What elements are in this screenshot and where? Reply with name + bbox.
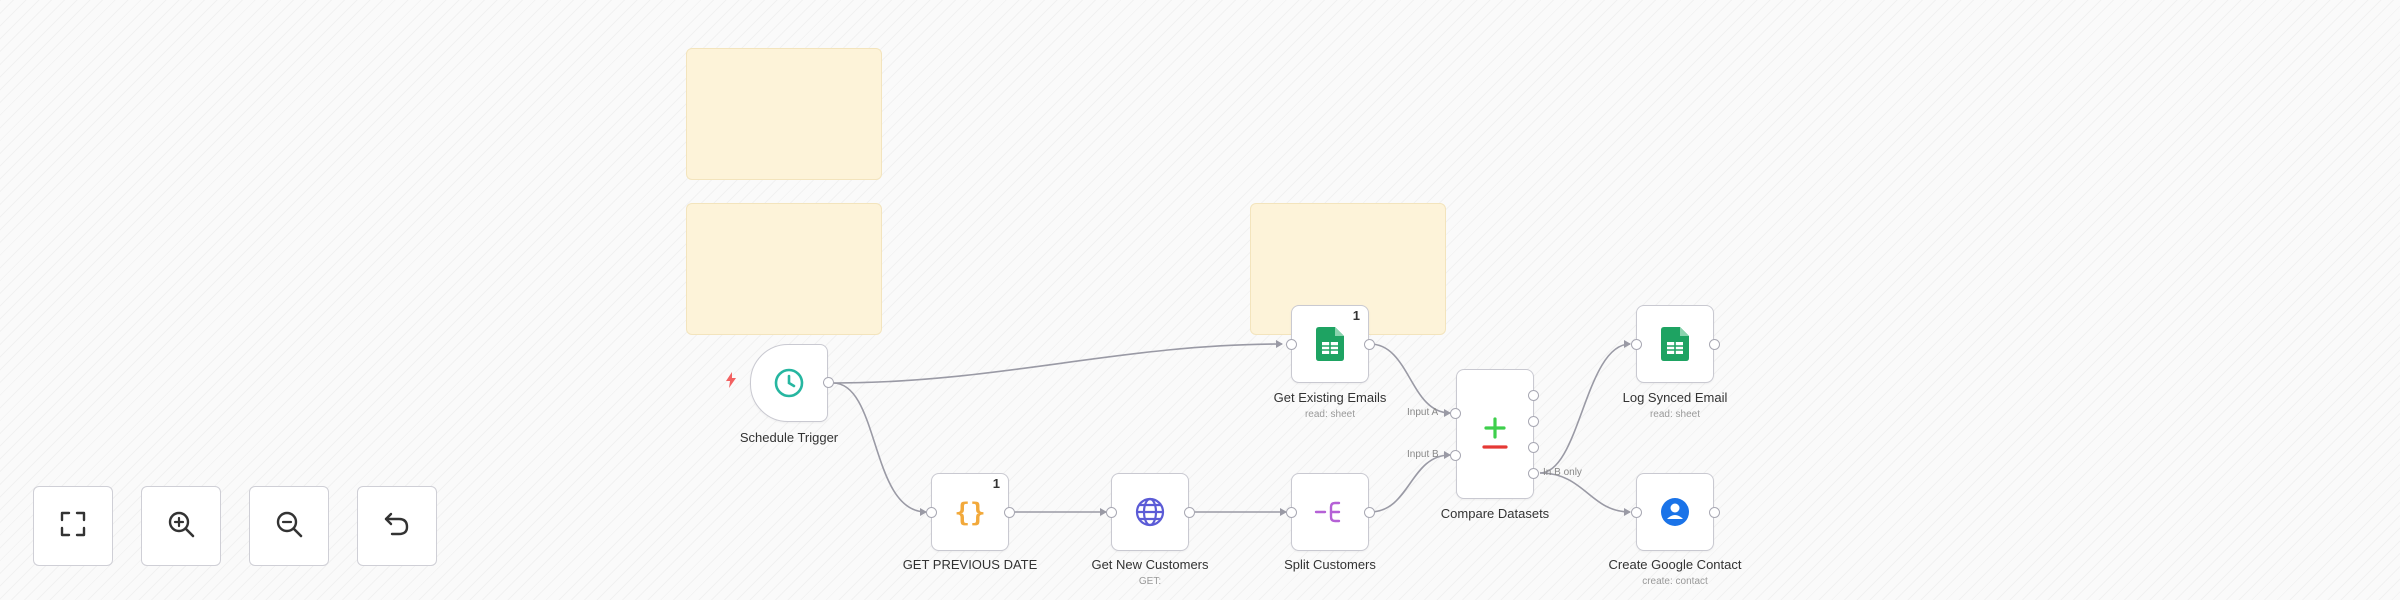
input-handle[interactable]: [1286, 507, 1297, 518]
connection-line[interactable]: [832, 340, 1283, 384]
node-create-google-contact[interactable]: [1636, 473, 1714, 551]
google-contacts-icon: [1659, 496, 1691, 528]
node-get-previous-date[interactable]: 1 {}: [931, 473, 1009, 551]
node-subtitle: create: contact: [1642, 576, 1708, 587]
node-label: Get New Customers: [1091, 557, 1209, 572]
output-handle[interactable]: [1528, 416, 1539, 427]
output-in-b-only-label: In B only: [1543, 467, 1582, 478]
node-label: GET PREVIOUS DATE: [902, 557, 1038, 572]
curly-braces-icon: {}: [953, 495, 987, 529]
input-handle[interactable]: [1631, 339, 1642, 350]
output-handle[interactable]: [1709, 339, 1720, 350]
node-label: Split Customers: [1284, 557, 1376, 572]
clock-icon: [773, 367, 805, 399]
input-b-label: Input B: [1407, 449, 1439, 460]
node-get-new-customers[interactable]: [1111, 473, 1189, 551]
output-handle[interactable]: [823, 377, 834, 388]
sticky-note[interactable]: [686, 203, 882, 335]
output-handle[interactable]: [1184, 507, 1195, 518]
input-handle-b[interactable]: [1450, 450, 1461, 461]
output-handle[interactable]: [1528, 390, 1539, 401]
output-handle[interactable]: [1709, 507, 1720, 518]
output-handle[interactable]: [1364, 339, 1375, 350]
node-label: Compare Datasets: [1440, 506, 1550, 521]
output-handle[interactable]: [1004, 507, 1015, 518]
execution-count-badge: 1: [1352, 308, 1360, 323]
fit-view-icon: [59, 510, 87, 543]
connection-line[interactable]: [832, 382, 927, 516]
node-subtitle: GET:: [1138, 576, 1162, 587]
zoom-out-icon: [274, 509, 304, 544]
node-label: Schedule Trigger: [739, 430, 839, 445]
sticky-note[interactable]: [686, 48, 882, 180]
execution-count-badge: 1: [992, 476, 1000, 491]
output-handle[interactable]: [1364, 507, 1375, 518]
trigger-bolt-icon: [724, 372, 738, 393]
connection-line[interactable]: [1369, 451, 1451, 513]
reset-zoom-button[interactable]: [357, 486, 437, 566]
zoom-out-button[interactable]: [249, 486, 329, 566]
node-subtitle: read: sheet: [1649, 409, 1701, 420]
node-label: Create Google Contact: [1608, 557, 1742, 572]
globe-icon: [1133, 495, 1167, 529]
undo-icon: [382, 509, 412, 544]
node-log-synced-email[interactable]: [1636, 305, 1714, 383]
zoom-in-icon: [166, 509, 196, 544]
node-label: Get Existing Emails: [1273, 390, 1387, 405]
output-handle-in-b-only[interactable]: [1528, 468, 1539, 479]
node-split-customers[interactable]: [1291, 473, 1369, 551]
node-label: Log Synced Email: [1622, 390, 1728, 405]
input-a-label: Input A: [1407, 407, 1439, 418]
output-handle[interactable]: [1528, 442, 1539, 453]
node-schedule-trigger[interactable]: [750, 344, 828, 422]
split-icon: [1313, 495, 1347, 529]
node-get-existing-emails[interactable]: 1: [1291, 305, 1369, 383]
input-handle[interactable]: [1286, 339, 1297, 350]
input-handle[interactable]: [1106, 507, 1117, 518]
input-handle[interactable]: [926, 507, 937, 518]
node-compare-datasets[interactable]: [1456, 369, 1534, 499]
svg-text:{}: {}: [954, 498, 985, 528]
fit-view-button[interactable]: [33, 486, 113, 566]
google-sheets-icon: [1316, 327, 1344, 361]
input-handle-a[interactable]: [1450, 408, 1461, 419]
zoom-in-button[interactable]: [141, 486, 221, 566]
google-sheets-icon: [1661, 327, 1689, 361]
node-subtitle: read: sheet: [1304, 409, 1356, 420]
input-handle[interactable]: [1631, 507, 1642, 518]
compare-icon: [1480, 417, 1510, 451]
